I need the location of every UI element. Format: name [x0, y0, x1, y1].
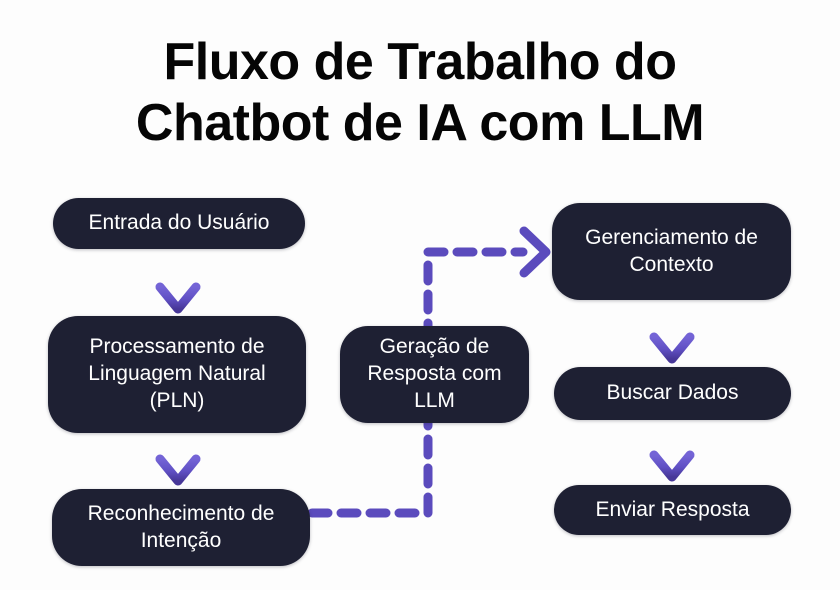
- node-llm-response-generation[interactable]: Geração de Resposta com LLM: [340, 326, 529, 423]
- node-user-input[interactable]: Entrada do Usuário: [53, 198, 305, 249]
- node-intent-recognition[interactable]: Reconhecimento de Intenção: [52, 489, 310, 566]
- arrow-user-input-to-nlp: [155, 251, 201, 314]
- arrow-nlp-to-intent: [155, 435, 201, 486]
- page-title: Fluxo de Trabalho do Chatbot de IA com L…: [135, 33, 705, 153]
- arrow-fetch-to-send: [649, 423, 695, 482]
- arrow-context-to-fetch: [649, 303, 695, 364]
- node-nlp[interactable]: Processamento de Linguagem Natural (PLN): [48, 316, 306, 433]
- node-context-management[interactable]: Gerenciamento de Contexto: [552, 203, 791, 300]
- node-send-response[interactable]: Enviar Resposta: [554, 485, 791, 535]
- node-fetch-data[interactable]: Buscar Dados: [554, 367, 791, 420]
